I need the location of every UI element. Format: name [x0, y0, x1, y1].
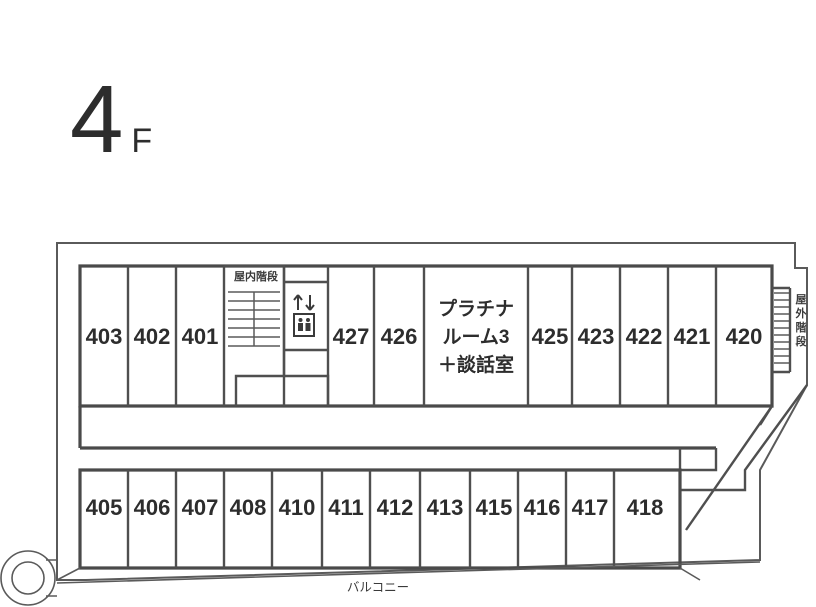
platinum-room-line3: ＋談話室: [438, 353, 514, 376]
outdoor-stair-treads: [774, 292, 789, 364]
floor-title: 4 F: [70, 66, 153, 173]
room-label-423: 423: [578, 324, 615, 349]
site-circle-marker: [0, 550, 57, 606]
corridor: [78, 405, 774, 472]
building-outline: [56, 242, 808, 581]
room-label-410: 410: [279, 495, 316, 520]
outdoor-stairs-label: 屋 外 階 段: [795, 293, 807, 348]
room-label-406: 406: [134, 495, 171, 520]
floor-suffix-label: F: [131, 122, 153, 161]
platinum-room-line2: ルーム3: [443, 327, 510, 348]
balcony: バルコニー: [56, 561, 761, 594]
indoor-stairs-label: 屋内階段: [234, 269, 278, 283]
room-label-427: 427: [333, 324, 370, 349]
room-label-402: 402: [134, 324, 171, 349]
room-label-421: 421: [674, 324, 711, 349]
outdoor-stairs: 屋 外 階 段: [772, 286, 807, 374]
indoor-stair-treads: [228, 291, 280, 347]
room-label-425: 425: [532, 324, 569, 349]
room-label-417: 417: [572, 495, 609, 520]
lower-row-labels: 405 406 407 408 410 411 412 413 415 416 …: [86, 495, 664, 520]
room-label-401: 401: [182, 324, 219, 349]
outdoor-stairs-char-4: 段: [796, 334, 807, 348]
room-label-412: 412: [377, 495, 414, 520]
platinum-room-label: プラチナ ルーム3 ＋談話室: [438, 297, 514, 376]
room-label-426: 426: [381, 324, 418, 349]
room-label-418: 418: [627, 495, 664, 520]
room-label-411: 411: [328, 495, 364, 520]
room-label-416: 416: [524, 495, 561, 520]
elevator-icon: [293, 294, 315, 337]
room-label-403: 403: [86, 324, 123, 349]
room-label-422: 422: [626, 324, 663, 349]
outdoor-stairs-char-3: 階: [796, 320, 807, 334]
room-label-420: 420: [726, 324, 763, 349]
core-indoor-stairs-elevator: 屋内階段: [224, 264, 330, 406]
floor-number: 4: [70, 66, 123, 173]
platinum-room-line1: プラチナ: [438, 297, 514, 320]
balcony-label: バルコニー: [347, 580, 409, 594]
outdoor-stairs-char-1: 屋: [796, 293, 807, 306]
upper-row-labels: 403 402 401 427 426 425 423 422 421 420 …: [86, 297, 763, 376]
room-label-405: 405: [86, 495, 123, 520]
room-label-408: 408: [230, 495, 267, 520]
outdoor-stairs-char-2: 外: [795, 306, 807, 320]
room-label-415: 415: [476, 495, 513, 520]
room-label-413: 413: [427, 495, 464, 520]
room-label-407: 407: [182, 495, 219, 520]
